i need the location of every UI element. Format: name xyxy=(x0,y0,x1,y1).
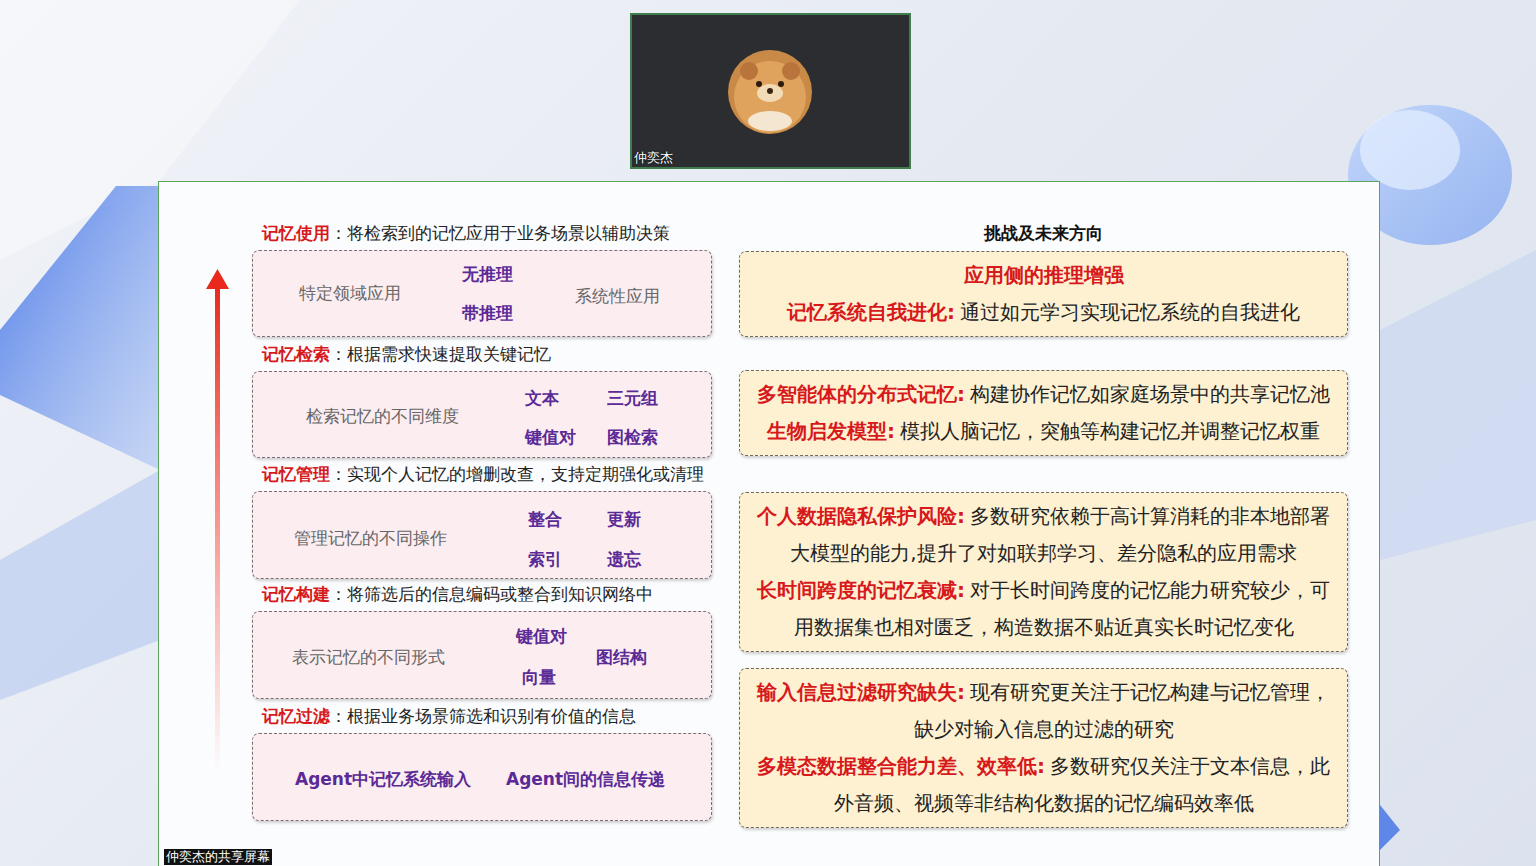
method-item: 三元组 xyxy=(607,387,658,409)
challenge-paragraph: 多模态数据整合能力差、效率低:多数研究仅关注于文本信息，此外音频、视频等非结构化… xyxy=(754,748,1333,822)
method-item: 向量 xyxy=(522,666,556,688)
stage-box: 记忆过滤：根据业务场景筛选和识别有价值的信息Agent中记忆系统输入Agent间… xyxy=(252,733,712,821)
method-item: 带推理 xyxy=(462,302,513,324)
method-item: 遗忘 xyxy=(607,548,641,570)
stage-box: 记忆使用：将检索到的记忆应用于业务场景以辅助决策特定领域应用无推理带推理系统性应… xyxy=(252,250,712,337)
method-item: 索引 xyxy=(528,548,562,570)
challenge-paragraph: 记忆系统自我进化:通过如元学习实现记忆系统的自我进化 xyxy=(754,294,1333,331)
stage-heading: 记忆构建：将筛选后的信息编码或整合到知识网络中 xyxy=(262,583,653,605)
challenge-text: 模拟人脑记忆，突触等构建记忆并调整记忆权重 xyxy=(900,419,1320,443)
stage-description: ：根据需求快速提取关键记忆 xyxy=(330,344,551,364)
challenge-title: 生物启发模型: xyxy=(767,419,895,443)
stage-box: 记忆管理：实现个人记忆的增删改查，支持定期强化或清理管理记忆的不同操作整合更新索… xyxy=(252,491,712,579)
section-title: 挑战及未来方向 xyxy=(739,222,1348,244)
stage-description: ：根据业务场景筛选和识别有价值的信息 xyxy=(330,706,636,726)
challenge-title: 多模态数据整合能力差、效率低: xyxy=(757,754,1045,778)
upward-arrow xyxy=(200,265,236,775)
method-item: 无推理 xyxy=(462,263,513,285)
stage-description: ：将筛选后的信息编码或整合到知识网络中 xyxy=(330,584,653,604)
stage-heading: 记忆管理：实现个人记忆的增删改查，支持定期强化或清理 xyxy=(262,463,704,485)
stage-name: 记忆管理 xyxy=(262,464,330,484)
stage-heading: 记忆使用：将检索到的记忆应用于业务场景以辅助决策 xyxy=(262,222,670,244)
stage-box: 记忆构建：将筛选后的信息编码或整合到知识网络中表示记忆的不同形式键值对向量图结构 xyxy=(252,611,712,699)
method-item: 更新 xyxy=(607,508,641,530)
screen-share-label: 仲奕杰的共享屏幕 xyxy=(164,849,272,865)
challenge-title: 多智能体的分布式记忆: xyxy=(757,382,965,406)
challenge-title: 长时间跨度的记忆衰减: xyxy=(757,578,965,602)
challenge-title: 输入信息过滤研究缺失: xyxy=(757,680,965,704)
category-label: 管理记忆的不同操作 xyxy=(294,527,447,549)
stage-description: ：实现个人记忆的增删改查，支持定期强化或清理 xyxy=(330,464,704,484)
stage-description: ：将检索到的记忆应用于业务场景以辅助决策 xyxy=(330,223,670,243)
challenge-paragraph: 长时间跨度的记忆衰减:对于长时间跨度的记忆能力研究较少，可用数据集也相对匮乏，构… xyxy=(754,572,1333,646)
method-item: 图检索 xyxy=(607,426,658,448)
challenge-paragraph: 应用侧的推理增强 xyxy=(754,257,1333,294)
challenge-paragraph: 个人数据隐私保护风险:多数研究依赖于高计算消耗的非本地部署大模型的能力,提升了对… xyxy=(754,498,1333,572)
category-label: 检索记忆的不同维度 xyxy=(306,405,459,427)
webcam-tile: 仲奕杰 xyxy=(630,13,911,169)
avatar xyxy=(727,49,813,135)
stage-name: 记忆过滤 xyxy=(262,706,330,726)
method-item: 文本 xyxy=(525,387,559,409)
method-item: 整合 xyxy=(528,508,562,530)
stage-name: 记忆检索 xyxy=(262,344,330,364)
participant-name: 仲奕杰 xyxy=(634,150,673,166)
category-label: 系统性应用 xyxy=(575,285,660,307)
challenge-text: 通过如元学习实现记忆系统的自我进化 xyxy=(960,300,1300,324)
challenge-title: 记忆系统自我进化: xyxy=(787,300,955,324)
method-item: 键值对 xyxy=(525,426,576,448)
stage-name: 记忆构建 xyxy=(262,584,330,604)
method-item: Agent间的信息传递 xyxy=(506,768,665,790)
stage-heading: 记忆过滤：根据业务场景筛选和识别有价值的信息 xyxy=(262,705,636,727)
category-label: 特定领域应用 xyxy=(299,282,401,304)
challenge-box: 个人数据隐私保护风险:多数研究依赖于高计算消耗的非本地部署大模型的能力,提升了对… xyxy=(739,492,1348,652)
method-item: 键值对 xyxy=(516,625,567,647)
challenge-box: 多智能体的分布式记忆:构建协作记忆如家庭场景中的共享记忆池生物启发模型:模拟人脑… xyxy=(739,370,1348,456)
challenge-title: 个人数据隐私保护风险: xyxy=(757,504,965,528)
challenge-title: 应用侧的推理增强 xyxy=(964,263,1124,287)
stage-box: 记忆检索：根据需求快速提取关键记忆检索记忆的不同维度文本三元组键值对图检索 xyxy=(252,371,712,458)
category-label: 表示记忆的不同形式 xyxy=(292,646,445,668)
stage-name: 记忆使用 xyxy=(262,223,330,243)
challenge-box: 应用侧的推理增强记忆系统自我进化:通过如元学习实现记忆系统的自我进化 xyxy=(739,251,1348,337)
challenge-paragraph: 生物启发模型:模拟人脑记忆，突触等构建记忆并调整记忆权重 xyxy=(754,413,1333,450)
method-item: 图结构 xyxy=(596,646,647,668)
challenge-text: 现有研究更关注于记忆构建与记忆管理，缺少对输入信息的过滤的研究 xyxy=(914,680,1331,741)
stage-heading: 记忆检索：根据需求快速提取关键记忆 xyxy=(262,343,551,365)
challenge-paragraph: 多智能体的分布式记忆:构建协作记忆如家庭场景中的共享记忆池 xyxy=(754,376,1333,413)
challenge-paragraph: 输入信息过滤研究缺失:现有研究更关注于记忆构建与记忆管理，缺少对输入信息的过滤的… xyxy=(754,674,1333,748)
challenge-box: 输入信息过滤研究缺失:现有研究更关注于记忆构建与记忆管理，缺少对输入信息的过滤的… xyxy=(739,668,1348,828)
challenge-text: 构建协作记忆如家庭场景中的共享记忆池 xyxy=(970,382,1330,406)
method-item: Agent中记忆系统输入 xyxy=(295,768,471,790)
